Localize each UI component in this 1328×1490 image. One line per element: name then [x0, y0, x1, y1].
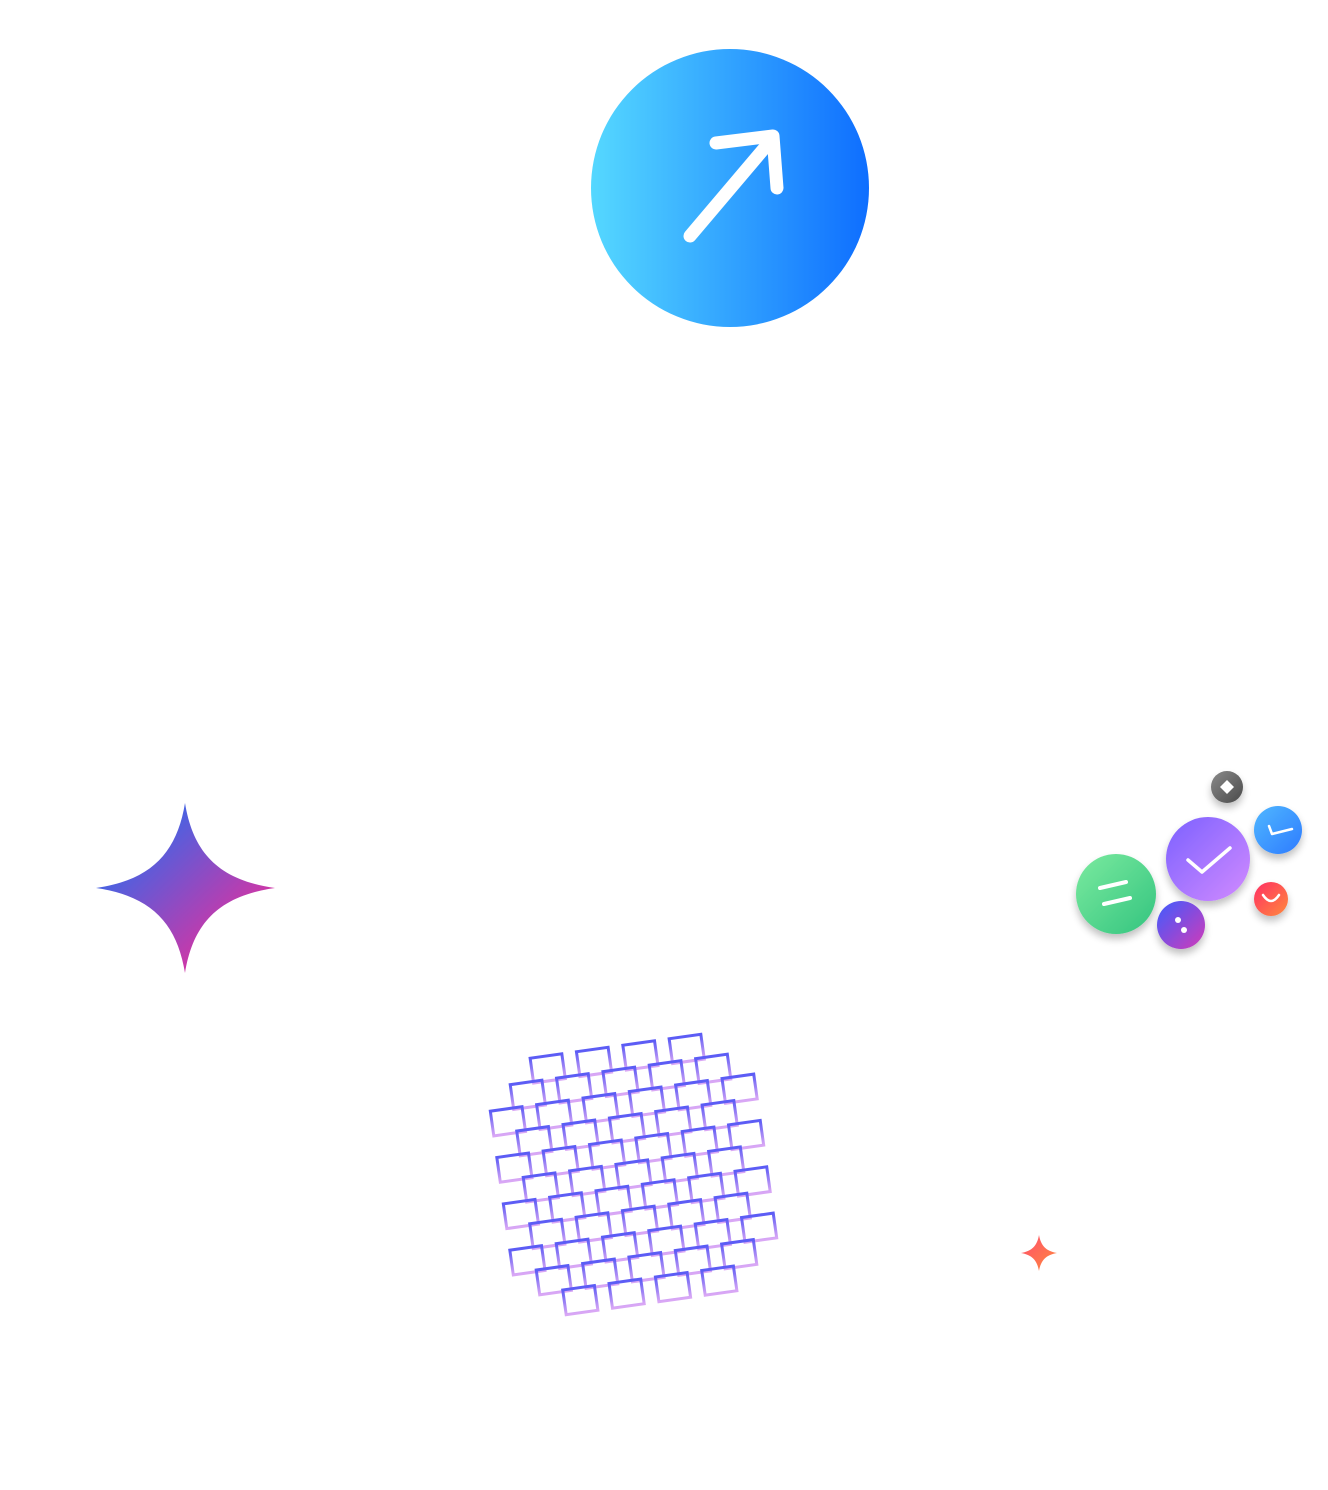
- check-bubble-large: [1166, 817, 1250, 901]
- lattice-square: [667, 1032, 706, 1066]
- lattice-square: [587, 1138, 627, 1171]
- equals-bubble: [1076, 854, 1156, 934]
- lattice-square: [660, 1151, 700, 1185]
- lattice-square: [654, 1105, 693, 1138]
- lattice-square: [687, 1171, 726, 1205]
- dots-bubble: [1157, 901, 1205, 949]
- lattice-square: [607, 1111, 647, 1145]
- lattice-square: [594, 1184, 633, 1218]
- lattice-square: [733, 1165, 772, 1198]
- square-lattice-icon: [488, 1032, 779, 1317]
- lattice-square: [673, 1244, 713, 1277]
- lattice-square: [495, 1151, 534, 1184]
- lattice-square: [700, 1098, 739, 1132]
- lattice-square: [614, 1158, 653, 1191]
- lattice-square: [534, 1263, 574, 1297]
- lattice-square: [488, 1105, 528, 1138]
- lattice-square: [561, 1283, 600, 1317]
- lattice-square: [528, 1052, 567, 1085]
- lattice-square: [501, 1197, 541, 1231]
- lattice-square: [600, 1231, 640, 1264]
- lattice-square: [581, 1091, 620, 1125]
- four-point-star-icon: [96, 803, 275, 973]
- arrow-up-right-icon: [683, 129, 784, 243]
- smile-icon: [1261, 893, 1281, 903]
- lattice-square: [508, 1078, 548, 1112]
- lattice-square: [693, 1052, 733, 1086]
- lattice-square: [621, 1039, 660, 1072]
- arrow-circle-badge: [591, 49, 869, 327]
- lattice-square: [508, 1244, 547, 1277]
- lattice-square: [700, 1264, 739, 1297]
- diamond-icon: [1220, 780, 1234, 794]
- lattice-square: [515, 1124, 554, 1158]
- lattice-square: [739, 1211, 779, 1244]
- check-icon: [1186, 846, 1232, 874]
- check-icon: [1267, 824, 1294, 836]
- lattice-square: [667, 1198, 706, 1231]
- lattice-square: [607, 1277, 646, 1310]
- lattice-square: [706, 1145, 746, 1178]
- lattice-square: [528, 1217, 567, 1251]
- lattice-square: [554, 1072, 594, 1105]
- lattice-square: [634, 1131, 673, 1165]
- lattice-square: [673, 1078, 713, 1112]
- lattice-square: [640, 1178, 680, 1211]
- lattice-square: [601, 1065, 640, 1099]
- bubble-cluster: [1076, 771, 1302, 949]
- diamond-bubble: [1211, 771, 1243, 803]
- lattice-square: [627, 1250, 666, 1284]
- lattice-square: [647, 1059, 687, 1092]
- dots-icon: [1175, 917, 1187, 933]
- lattice-square: [561, 1118, 600, 1151]
- lattice-square: [720, 1072, 759, 1105]
- check-bubble-small: [1254, 806, 1302, 854]
- lattice-square: [719, 1237, 759, 1271]
- lattice-square: [653, 1270, 693, 1304]
- lattice-square: [627, 1085, 667, 1118]
- lattice-square: [574, 1045, 614, 1079]
- lattice-square: [713, 1191, 752, 1225]
- lattice-square: [574, 1211, 613, 1244]
- lattice-square: [547, 1191, 587, 1224]
- lattice-square: [680, 1125, 720, 1158]
- lattice-square: [620, 1204, 660, 1238]
- lattice-square: [567, 1164, 607, 1198]
- equals-icon: [1098, 880, 1132, 906]
- lattice-square: [521, 1171, 561, 1204]
- lattice-square: [580, 1257, 620, 1290]
- smile-bubble: [1254, 882, 1288, 916]
- lattice-square: [534, 1098, 574, 1132]
- four-point-star-icon: [1021, 1235, 1057, 1271]
- lattice-square: [541, 1144, 580, 1178]
- lattice-square: [647, 1224, 686, 1258]
- lattice-square: [726, 1118, 766, 1152]
- lattice-square: [693, 1217, 733, 1251]
- lattice-square: [554, 1237, 594, 1271]
